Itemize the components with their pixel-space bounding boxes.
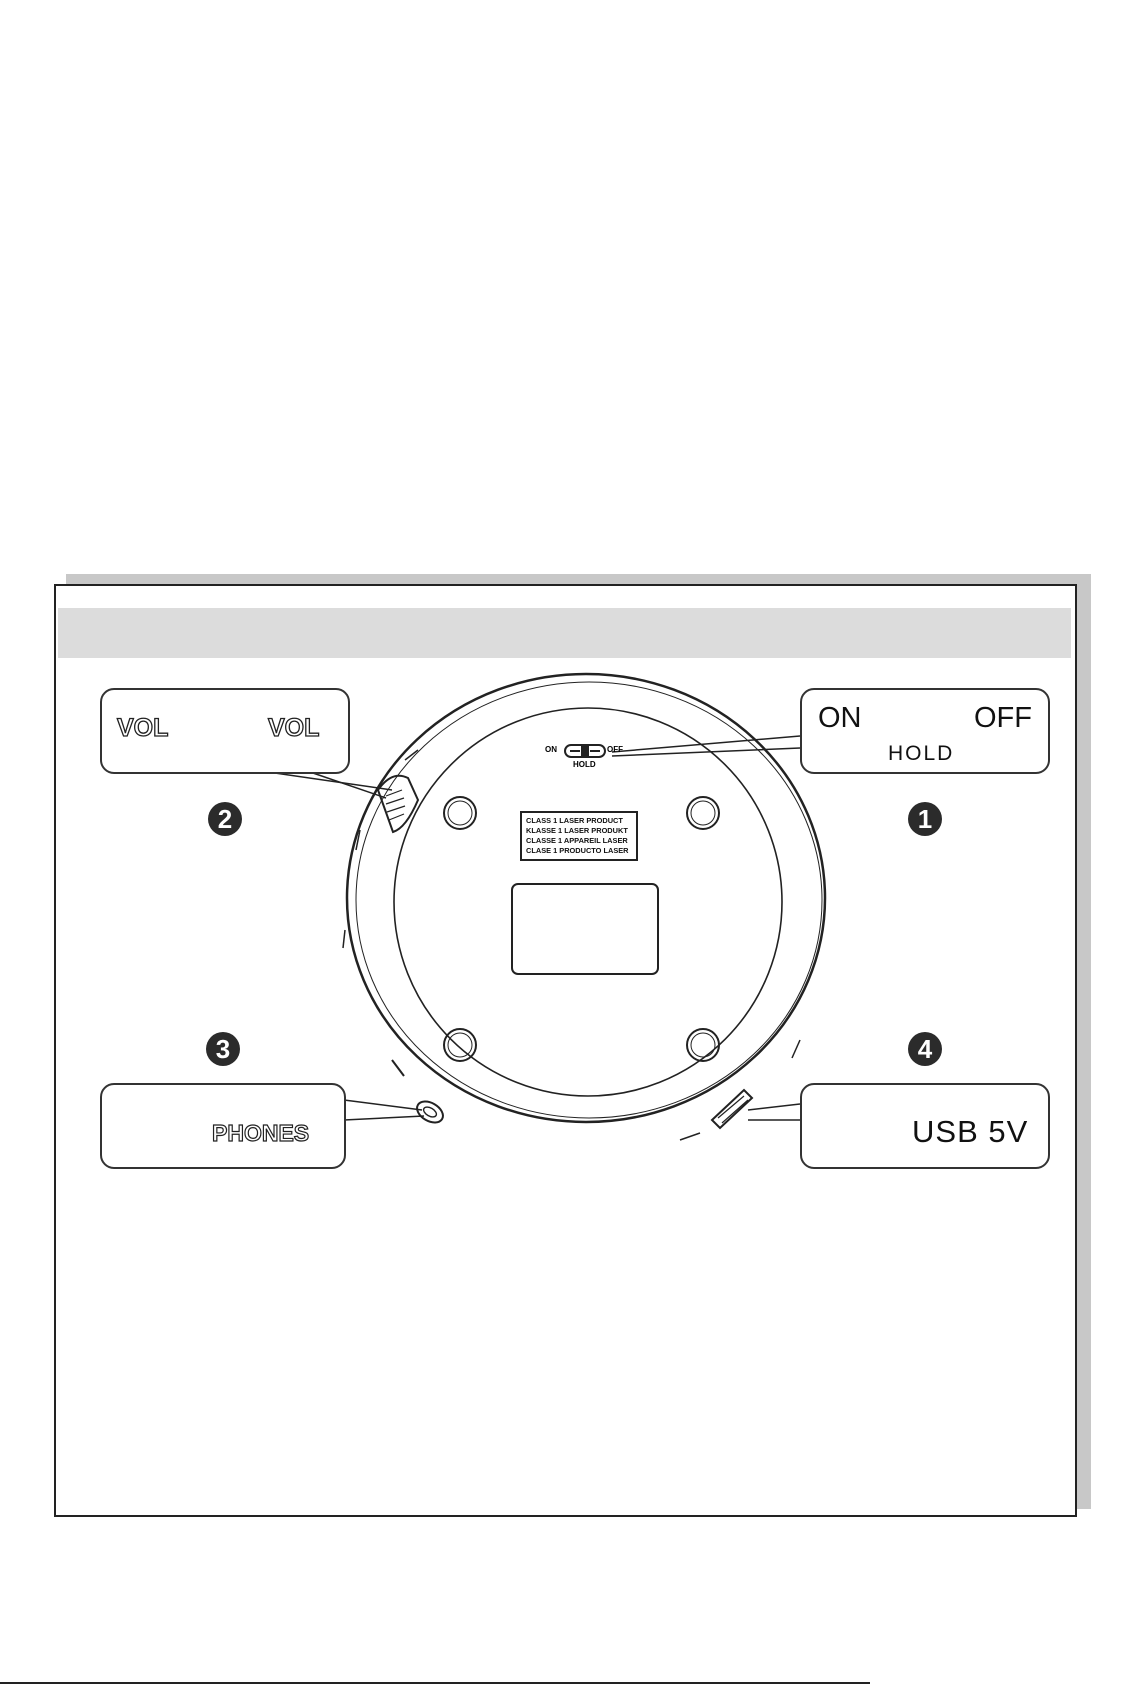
badge-1: 1 — [908, 802, 942, 836]
vol-plus-label: VOL — [268, 714, 319, 743]
badge-3: 3 — [206, 1032, 240, 1066]
battery-compartment — [512, 884, 658, 974]
device-usb-port — [712, 1090, 752, 1128]
laser-label-line: KLASSE 1 LASER PRODUKT — [526, 826, 632, 836]
footer-rule — [0, 1682, 870, 1684]
device-switch-on-label: ON — [545, 745, 557, 754]
laser-label-line: CLASE 1 PRODUCTO LASER — [526, 846, 632, 856]
power-hold-label: HOLD — [888, 742, 954, 766]
power-off-label: OFF — [974, 702, 1032, 735]
side-markings — [343, 750, 800, 1140]
device-switch-hold-label: HOLD — [573, 760, 596, 769]
usb-label: USB 5V — [912, 1114, 1028, 1150]
laser-label-line: CLASS 1 LASER PRODUCT — [526, 816, 632, 826]
badge-2: 2 — [208, 802, 242, 836]
device-phones-jack — [413, 1097, 446, 1127]
vol-minus-label: VOL — [117, 714, 168, 743]
device-power-switch — [565, 745, 605, 757]
device-volume-slider — [378, 776, 418, 832]
laser-label-line: CLASSE 1 APPAREIL LASER — [526, 836, 632, 846]
phones-label: PHONES — [212, 1120, 309, 1147]
device-switch-off-label: OFF — [607, 745, 623, 754]
laser-product-label: CLASS 1 LASER PRODUCT KLASSE 1 LASER PRO… — [520, 811, 638, 861]
power-on-label: ON — [818, 702, 862, 735]
leader-lines — [240, 736, 800, 1120]
badge-4: 4 — [908, 1032, 942, 1066]
